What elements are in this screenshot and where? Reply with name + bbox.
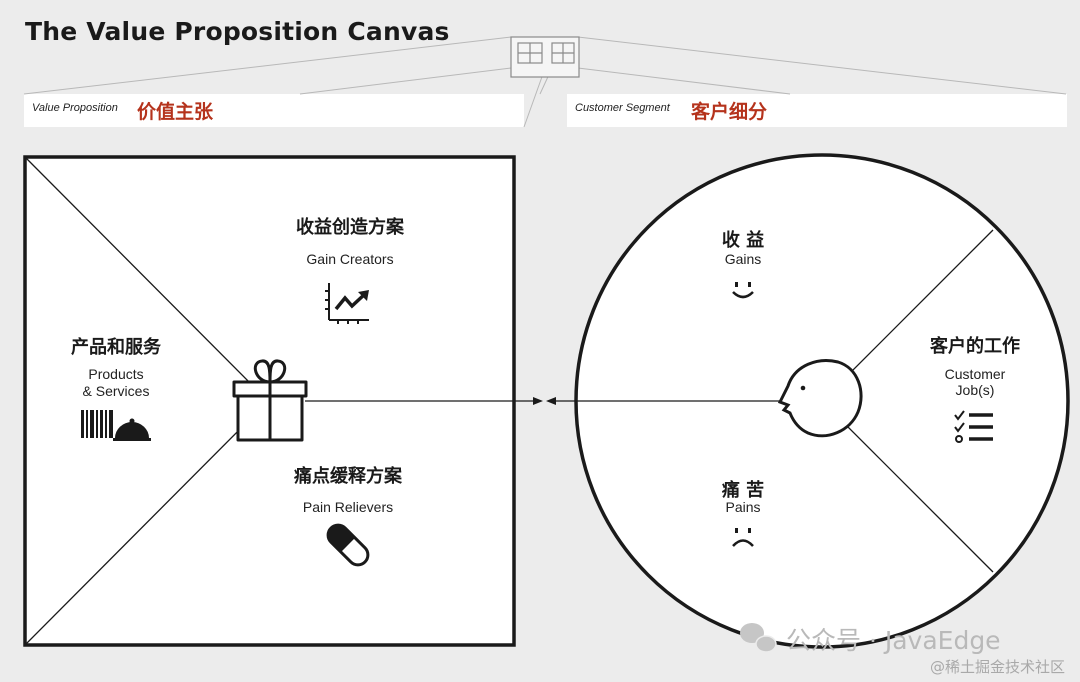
value-proposition-label-zh: 价值主张 <box>137 101 214 123</box>
pill-icon <box>326 523 370 567</box>
products-services-subtitle-2: & Services <box>82 383 150 399</box>
mini-canvas-icon <box>510 36 580 78</box>
wechat-logo-icon <box>740 623 777 653</box>
barcode-cloche-icon <box>81 410 151 441</box>
frown-icon <box>732 528 754 547</box>
customer-segment-label-zh: 客户细分 <box>691 101 768 123</box>
page-title: The Value Proposition Canvas <box>25 17 450 46</box>
fit-arrows <box>305 397 780 405</box>
gain-creators-title: 收益创造方案 <box>296 217 404 238</box>
customer-jobs-title: 客户的工作 <box>930 336 1020 357</box>
products-services-title: 产品和服务 <box>71 337 161 358</box>
face-profile-icon <box>777 359 863 438</box>
products-services-subtitle-1: Products <box>88 366 144 382</box>
pain-relievers-subtitle: Pain Relievers <box>302 499 394 515</box>
gain-creators-subtitle: Gain Creators <box>306 251 394 267</box>
customer-segment-label-en: Customer Segment <box>575 102 670 114</box>
value-proposition-bar: Value Proposition 价值主张 <box>24 94 524 127</box>
gains-title: 收 益 <box>721 230 765 251</box>
chart-growth-icon <box>325 283 369 324</box>
customer-jobs-subtitle-1: Customer <box>944 366 1006 382</box>
pain-relievers-title: 痛点缓释方案 <box>294 466 402 487</box>
watermark-site: @稀土掘金技术社区 <box>930 658 1066 676</box>
gift-icon <box>232 359 308 442</box>
smile-icon <box>732 282 754 299</box>
gains-subtitle: Gains <box>724 251 762 267</box>
customer-jobs-subtitle-2: Job(s) <box>955 382 995 398</box>
pains-title: 痛 苦 <box>721 480 765 501</box>
customer-segment-bar: Customer Segment 客户细分 <box>567 94 1067 127</box>
value-proposition-label-en: Value Proposition <box>32 102 118 114</box>
value-map-square <box>23 155 516 647</box>
pains-subtitle: Pains <box>725 499 761 515</box>
connector-lines <box>23 36 1067 128</box>
watermark-account: 公众号 · JavaEdge <box>786 626 1001 655</box>
checklist-icon <box>954 410 993 443</box>
